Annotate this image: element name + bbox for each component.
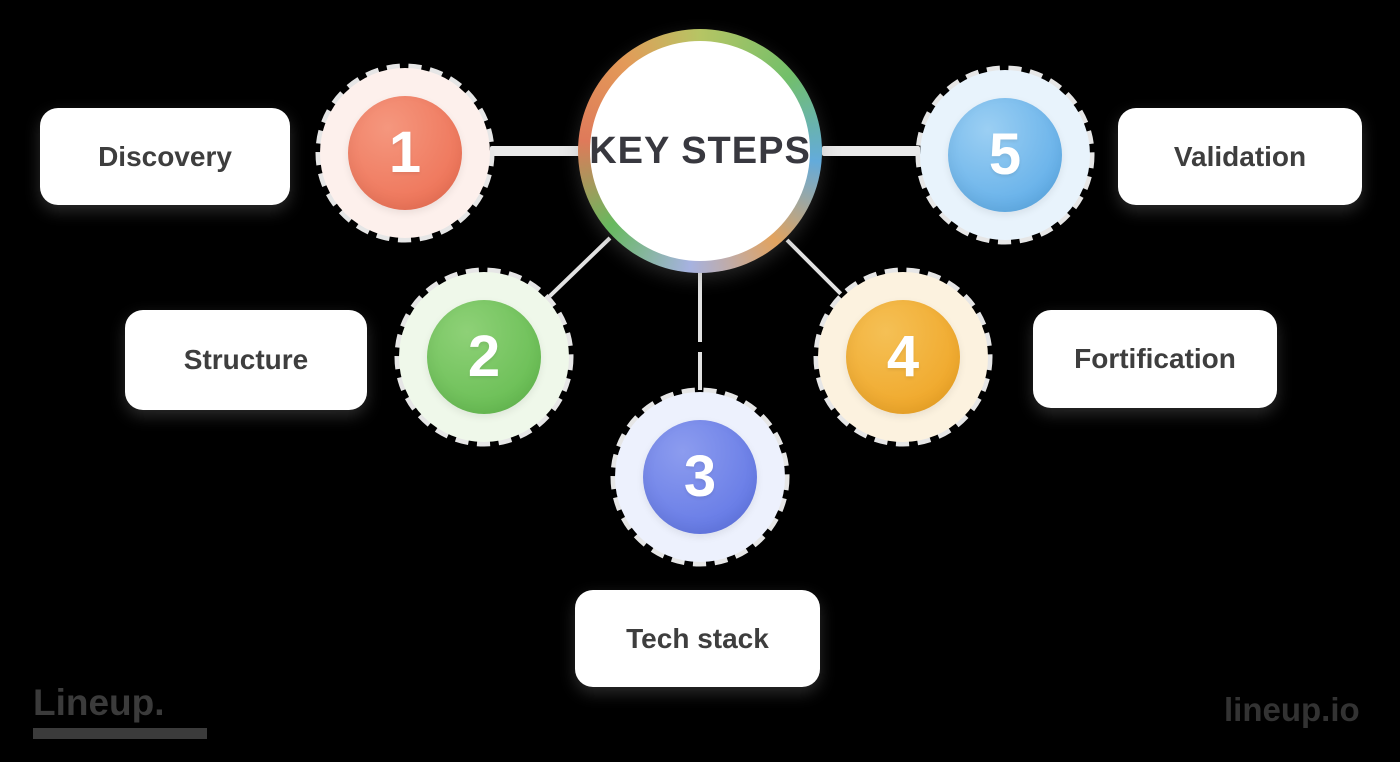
step-label: Discovery — [98, 140, 232, 172]
dashed-gear-ring — [915, 65, 1095, 245]
step-circle-1: 1 — [310, 58, 500, 248]
connector-center-step3-lower — [698, 352, 702, 390]
dashed-gear-ring — [813, 267, 993, 447]
step-number: 1 — [388, 120, 422, 185]
step-circle-3: 3 — [605, 382, 795, 572]
step-number: 2 — [467, 324, 501, 389]
center-circle: KEY STEPS — [589, 41, 811, 261]
label-box-fortification: Fortification — [1033, 310, 1277, 408]
center-gradient-ring: KEY STEPS — [578, 29, 822, 273]
step-number: 3 — [683, 444, 717, 509]
step-bubble: 4 — [846, 300, 960, 414]
watermark-logo-underline — [33, 728, 207, 739]
label-box-validation: Validation — [1118, 108, 1362, 205]
step-bubble: 2 — [427, 300, 541, 414]
step-label: Fortification — [1074, 343, 1236, 374]
step-circle-2: 2 — [389, 262, 579, 452]
step-circle-4: 4 — [808, 262, 998, 452]
dashed-gear-ring — [315, 63, 495, 243]
diagram-title: KEY STEPS — [589, 129, 811, 172]
step-label: Tech stack — [626, 622, 769, 654]
step-number: 4 — [886, 324, 920, 389]
step-bubble: 1 — [348, 96, 462, 210]
watermark-logo-left: Lineup. — [33, 682, 165, 723]
dashed-gear-ring — [610, 387, 790, 567]
step-number: 5 — [988, 122, 1022, 187]
label-box-tech-stack: Tech stack — [575, 590, 820, 687]
step-label: Validation — [1173, 140, 1307, 172]
label-box-discovery: Discovery — [40, 108, 290, 205]
step-bubble: 5 — [948, 98, 1062, 212]
connector-step1-center — [490, 146, 580, 156]
step-circle-5: 5 — [910, 60, 1100, 250]
label-box-structure: Structure — [125, 310, 367, 410]
watermark-logo-right: lineup.io — [1224, 691, 1360, 728]
step-label: Structure — [183, 344, 309, 375]
connector-center-step3-upper — [698, 272, 702, 342]
step-bubble: 3 — [643, 420, 757, 534]
dashed-gear-ring — [394, 267, 574, 447]
connector-center-step5 — [822, 146, 920, 156]
